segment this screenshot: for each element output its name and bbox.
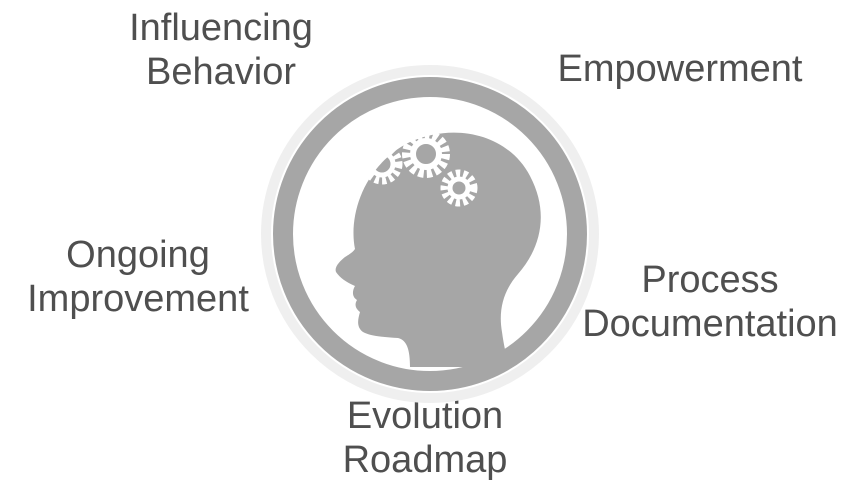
label-evolution-roadmap-line-2: Roadmap (342, 439, 508, 481)
label-process-documentation: Process Documentation (560, 258, 860, 346)
label-empowerment-line-1: Empowerment (557, 48, 803, 90)
label-evolution-roadmap: Evolution Roadmap (290, 394, 560, 482)
label-influencing-behavior: Influencing Behavior (96, 6, 346, 94)
halo-ring (261, 65, 599, 403)
gear-middle (402, 130, 450, 178)
label-influencing-behavior-line-2: Behavior (146, 51, 296, 93)
label-process-documentation-line-2: Documentation (582, 303, 838, 345)
label-ongoing-improvement-line-2: Improvement (27, 278, 249, 320)
head-with-gears-icon (260, 64, 600, 404)
label-process-documentation-line-1: Process (641, 259, 779, 301)
head-with-gears-svg (261, 65, 599, 403)
label-influencing-behavior-line-1: Influencing (129, 7, 313, 49)
label-ongoing-improvement-line-1: Ongoing (66, 234, 210, 276)
gear-left (361, 143, 403, 185)
gear-right (440, 169, 478, 207)
label-ongoing-improvement: Ongoing Improvement (8, 233, 268, 321)
label-empowerment: Empowerment (530, 47, 830, 91)
outer-ring (273, 77, 587, 391)
head-silhouette (335, 132, 541, 367)
